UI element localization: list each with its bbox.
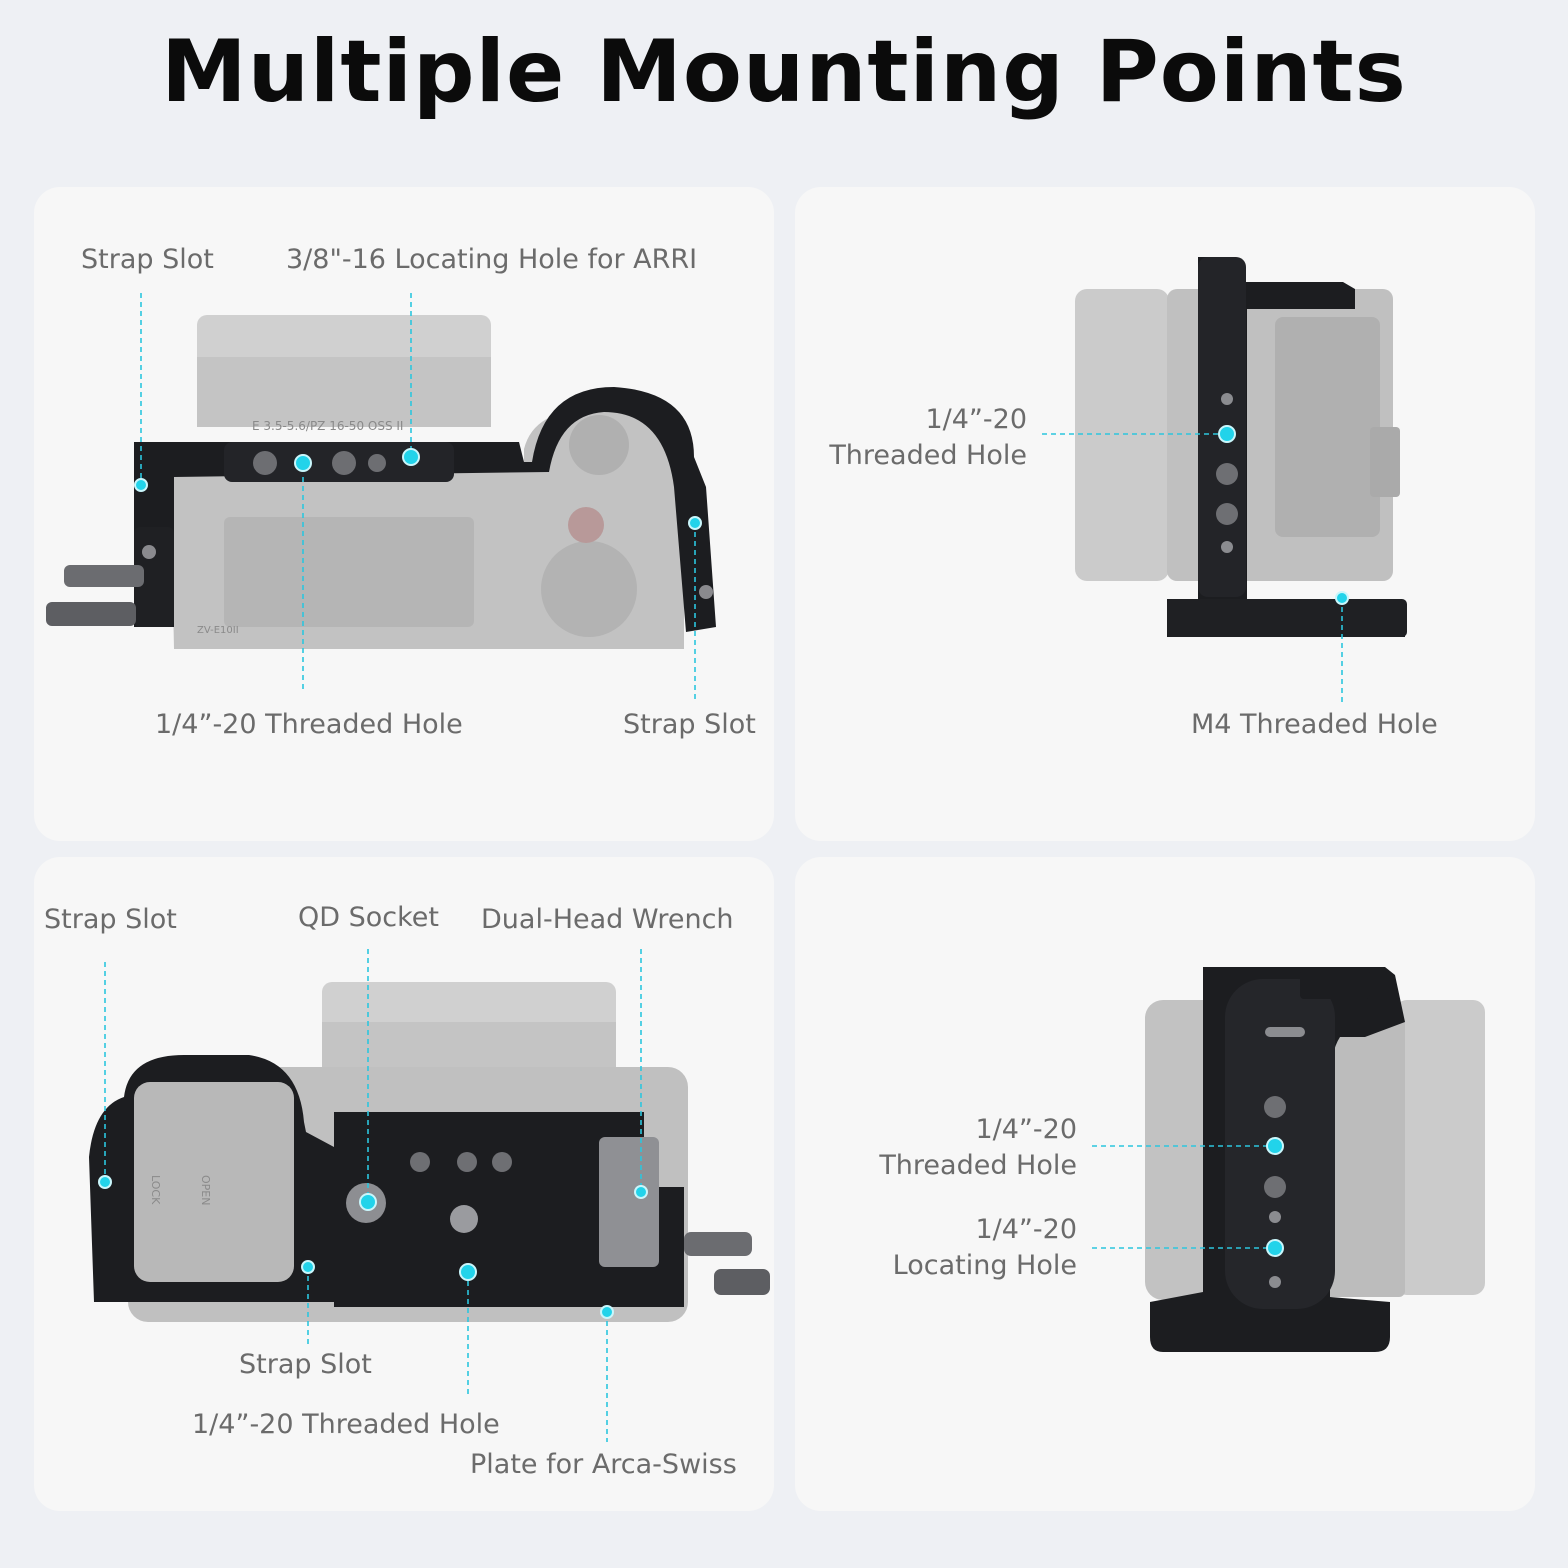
camera-cage-bottom-view: LOCK OPEN	[89, 949, 770, 1442]
strap-slot-marker	[134, 478, 148, 492]
label-strap-slot-left: Strap Slot	[81, 244, 214, 275]
side-hole	[1216, 463, 1238, 485]
label-threaded-hole-number: 1/4”-20	[925, 404, 1027, 435]
label-threaded-hole: 1/4”-20 Threaded Hole	[155, 709, 463, 740]
lens-barrel	[1075, 289, 1169, 581]
rail-hole	[368, 454, 386, 472]
side-hole	[1269, 1211, 1281, 1223]
camera-cage-other-side-view	[1092, 967, 1485, 1352]
rail-hole	[332, 451, 356, 475]
label-m4-hole: M4 Threaded Hole	[1191, 709, 1438, 740]
page-title: Multiple Mounting Points	[161, 22, 1407, 122]
lock-marking: LOCK	[149, 1175, 162, 1205]
control-dial	[541, 541, 637, 637]
camera-body	[1315, 1017, 1405, 1297]
label-arri-hole: 3/8"-16 Locating Hole for ARRI	[286, 244, 698, 275]
base-hole	[410, 1152, 430, 1172]
locating-hole-marker	[1266, 1239, 1284, 1257]
label-threaded-hole-text: Threaded Hole	[829, 440, 1027, 471]
label-locating-hole-text: Locating Hole	[892, 1250, 1077, 1281]
strap-slot-marker	[98, 1175, 112, 1189]
arca-plate-marker	[600, 1305, 614, 1319]
threaded-hole-marker	[294, 454, 312, 472]
panel-bottom-view: LOCK OPEN Strap Slot QD Socket Dual-Head…	[34, 857, 774, 1511]
thumb-screw	[684, 1232, 752, 1256]
model-marking: ZV-E10II	[197, 625, 239, 636]
top-handle	[1300, 969, 1370, 999]
cage-baseplate	[1167, 599, 1407, 637]
label-strap-slot-right: Strap Slot	[623, 709, 756, 740]
label-locating-hole-number: 1/4”-20	[975, 1214, 1077, 1245]
label-threaded-hole-number: 1/4”-20	[975, 1114, 1077, 1145]
rail-hole	[253, 451, 277, 475]
side-hole	[1264, 1176, 1286, 1198]
m4-hole-marker	[1335, 591, 1349, 605]
panel-top-view: E 3.5-5.6/PZ 16-50 OSS II ZV-E10II Strap…	[34, 187, 774, 841]
arri-hole-marker	[402, 448, 420, 466]
strap-slot-marker	[688, 516, 702, 530]
wrench-marker	[634, 1185, 648, 1199]
label-arca-plate: Plate for Arca-Swiss	[470, 1449, 737, 1480]
side-hole	[1221, 541, 1233, 553]
thumb-screw	[46, 602, 136, 626]
label-threaded-hole: 1/4”-20 Threaded Hole	[192, 1409, 500, 1440]
lens-marking: E 3.5-5.6/PZ 16-50 OSS II	[252, 419, 403, 433]
base-hole	[457, 1152, 477, 1172]
side-hole	[1221, 393, 1233, 405]
label-dual-head-wrench: Dual-Head Wrench	[481, 904, 734, 935]
threaded-hole-marker	[1218, 425, 1236, 443]
label-strap-slot-bottom: Strap Slot	[239, 1349, 372, 1380]
side-hole	[1216, 503, 1238, 525]
qd-socket-marker	[359, 1193, 377, 1211]
label-qd-socket: QD Socket	[298, 902, 439, 933]
thumb-screw	[714, 1269, 770, 1295]
camera-cage-top-view: E 3.5-5.6/PZ 16-50 OSS II ZV-E10II	[46, 293, 716, 702]
open-marking: OPEN	[199, 1175, 212, 1205]
side-hole	[1264, 1096, 1286, 1118]
strap-slot-marker	[301, 1260, 315, 1274]
label-strap-slot-left: Strap Slot	[44, 904, 177, 935]
camera-cage-side-view	[1042, 257, 1407, 702]
side-hole	[1269, 1276, 1281, 1288]
label-threaded-hole-text: Threaded Hole	[879, 1150, 1077, 1181]
base-hole	[492, 1152, 512, 1172]
panel-side-view: 1/4”-20 Threaded Hole M4 Threaded Hole	[795, 187, 1535, 841]
panel-other-side-view: 1/4”-20 Threaded Hole 1/4”-20 Locating H…	[795, 857, 1535, 1511]
threaded-hole-marker	[1266, 1137, 1284, 1155]
lens-barrel	[1395, 1000, 1485, 1295]
thumb-screw	[64, 565, 144, 587]
dual-head-wrench	[599, 1137, 659, 1267]
threaded-hole-marker	[459, 1263, 477, 1281]
